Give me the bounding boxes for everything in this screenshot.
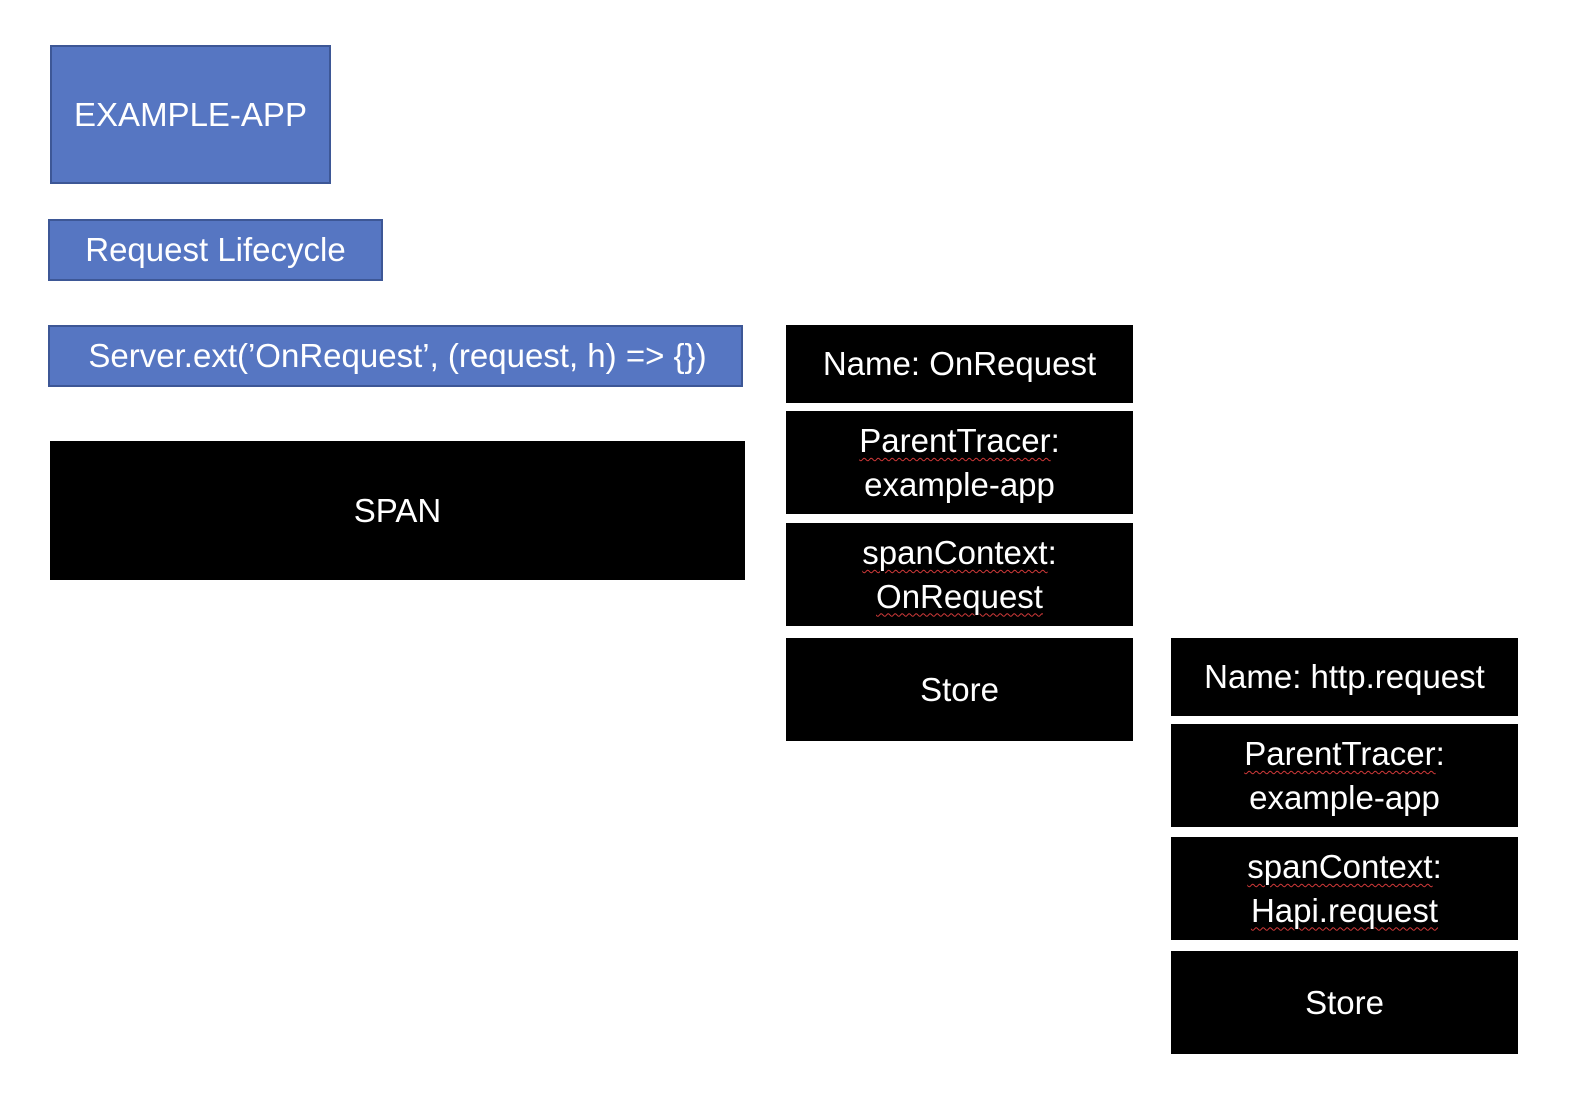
server-ext-box: Server.ext(’OnRequest’, (request, h) => … xyxy=(48,325,743,387)
example-app-box: EXAMPLE-APP xyxy=(50,45,331,184)
onrequest-parent-tracer-sep: : xyxy=(1050,421,1060,459)
http-request-span-context-sep: : xyxy=(1432,847,1442,885)
onrequest-parent-tracer-key: ParentTracer xyxy=(859,421,1051,459)
onrequest-store-box: Store xyxy=(786,638,1133,741)
onrequest-name-label: Name: OnRequest xyxy=(822,345,1097,383)
onrequest-parent-tracer-box: ParentTracer: example-app xyxy=(786,411,1133,514)
onrequest-span-context-sep: : xyxy=(1047,533,1057,571)
server-ext-label: Server.ext(’OnRequest’, (request, h) => … xyxy=(88,337,707,375)
http-request-parent-tracer-value: example-app xyxy=(1249,778,1440,816)
http-request-store-label: Store xyxy=(1305,983,1384,1021)
request-lifecycle-box: Request Lifecycle xyxy=(48,219,383,281)
http-request-store-box: Store xyxy=(1171,951,1518,1054)
onrequest-parent-tracer-value: example-app xyxy=(864,465,1055,503)
onrequest-span-context-label: spanContext: OnRequest xyxy=(862,531,1056,618)
onrequest-span-context-box: spanContext: OnRequest xyxy=(786,523,1133,626)
onrequest-store-label: Store xyxy=(920,670,999,708)
http-request-parent-tracer-label: ParentTracer: example-app xyxy=(1244,732,1445,819)
span-box: SPAN xyxy=(50,441,745,580)
onrequest-parent-tracer-label: ParentTracer: example-app xyxy=(859,419,1060,506)
http-request-parent-tracer-box: ParentTracer: example-app xyxy=(1171,724,1518,827)
onrequest-name-box: Name: OnRequest xyxy=(786,325,1133,403)
http-request-span-context-box: spanContext: Hapi.request xyxy=(1171,837,1518,940)
http-request-parent-tracer-key: ParentTracer xyxy=(1244,734,1436,772)
http-request-span-context-key: spanContext xyxy=(1247,847,1433,885)
http-request-span-context-value: Hapi.request xyxy=(1250,891,1439,929)
http-request-name-label: Name: http.request xyxy=(1204,658,1485,696)
http-request-span-context-label: spanContext: Hapi.request xyxy=(1247,845,1441,932)
request-lifecycle-label: Request Lifecycle xyxy=(85,231,346,269)
http-request-name-box: Name: http.request xyxy=(1171,638,1518,716)
http-request-parent-tracer-sep: : xyxy=(1435,734,1445,772)
span-label: SPAN xyxy=(353,491,442,529)
example-app-label: EXAMPLE-APP xyxy=(74,95,307,133)
onrequest-span-context-key: spanContext xyxy=(862,533,1048,571)
onrequest-span-context-value: OnRequest xyxy=(876,577,1043,615)
